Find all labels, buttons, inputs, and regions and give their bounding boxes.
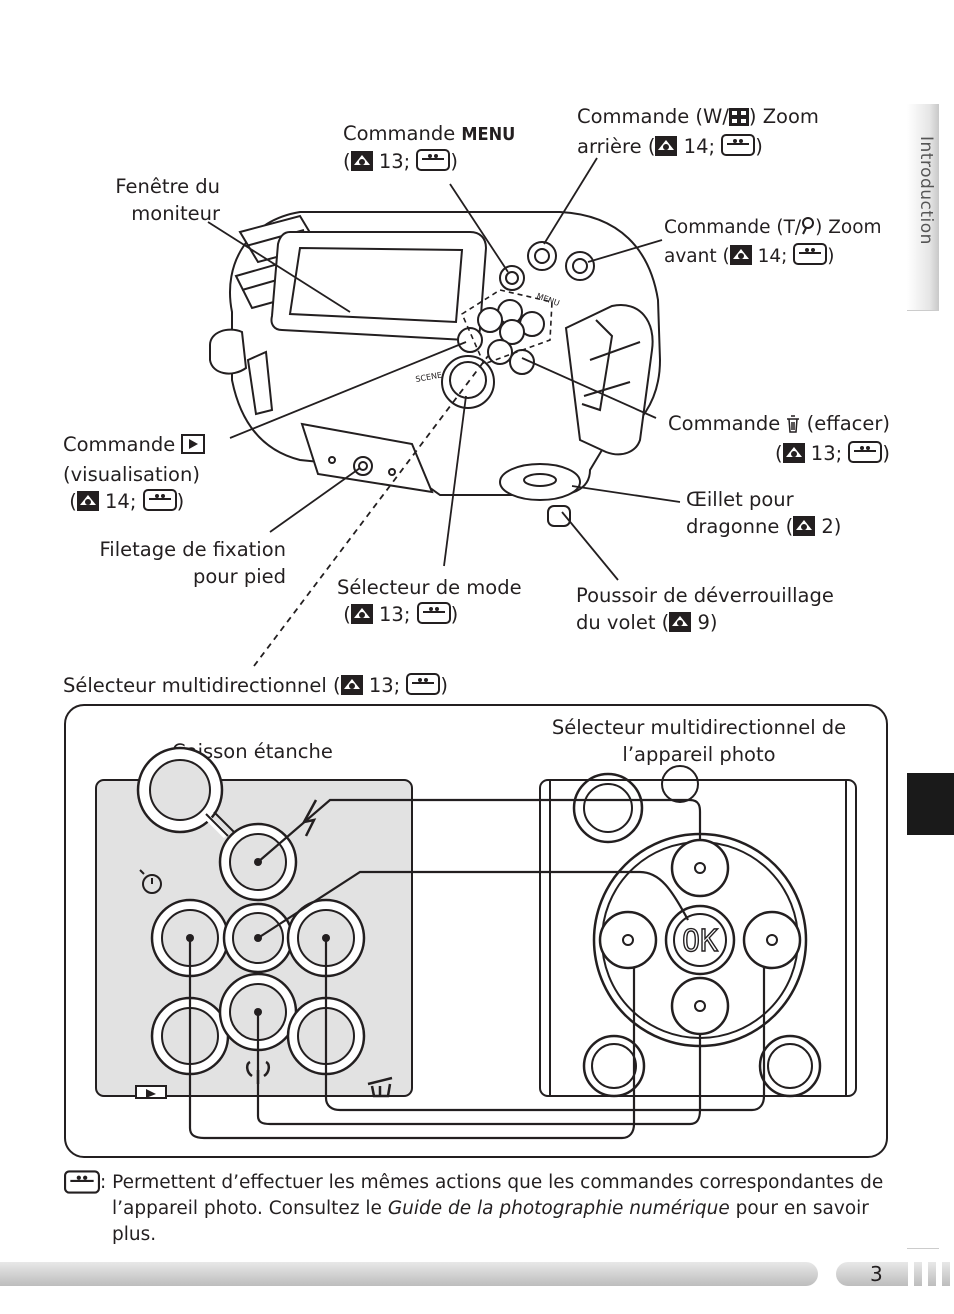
zoom-t-knob — [565, 251, 595, 281]
guide-reference-icon — [721, 134, 756, 163]
latch-button — [547, 505, 571, 527]
footer-stripe — [942, 1262, 950, 1286]
see-page-icon — [669, 612, 692, 639]
see-page-icon — [729, 245, 752, 273]
label-caisson: Caisson étanche — [172, 740, 333, 763]
page-number-pill — [836, 1262, 908, 1286]
side-divider — [907, 310, 939, 311]
leader-filetage — [269, 467, 361, 533]
label-appareil: Sélecteur multidirectionnel de l’apparei… — [551, 716, 847, 766]
left-knob — [477, 307, 503, 333]
leader-poussoir — [561, 511, 619, 581]
comparison-frame — [64, 704, 888, 1158]
see-page-icon — [350, 604, 373, 631]
footer-bar — [0, 1262, 818, 1286]
leader-zoom-w — [543, 157, 598, 245]
ok-knob — [499, 319, 525, 345]
see-page-icon — [76, 491, 99, 518]
footnote: : Permettent d’effectuer les mêmes actio… — [64, 1170, 894, 1248]
guide-reference-icon — [64, 1170, 100, 1202]
label-menu: Commande MENU ( 13; ) — [343, 120, 515, 178]
strap-eyelet — [499, 463, 581, 501]
footer-stripe — [914, 1262, 922, 1286]
leader-mode — [443, 395, 467, 567]
label-mode: Sélecteur de mode ( 13; ) — [337, 574, 522, 631]
guide-reference-icon — [142, 489, 177, 518]
play-icon — [181, 434, 206, 461]
see-page-icon — [655, 136, 678, 163]
menu-knob — [499, 265, 525, 291]
label-effacer: Commande (effacer) ( 13; ) — [640, 410, 890, 470]
see-page-icon — [782, 443, 805, 470]
leader-moniteur — [207, 221, 351, 313]
guide-reference-icon — [793, 243, 828, 273]
housing-grip — [564, 304, 654, 456]
leader-zoom-t — [587, 239, 663, 263]
side-divider — [907, 1248, 939, 1249]
leader-multi-dashed — [253, 355, 489, 667]
play-knob — [457, 327, 483, 353]
label-zoom-w: Commande (W/) Zoom arrière ( 14; ) — [577, 103, 819, 163]
down-knob — [487, 339, 513, 365]
zoom-w-knob — [527, 241, 557, 271]
guide-reference-icon — [848, 441, 883, 470]
label-zoom-t: Commande (T/) Zoom avant ( 14; ) — [664, 214, 882, 273]
footer-stripe — [928, 1262, 936, 1286]
leader-visualisation — [229, 341, 467, 439]
leader-menu — [449, 183, 509, 273]
thumbnail-icon — [728, 106, 749, 133]
page-number: 3 — [870, 1262, 883, 1286]
housing-illustration: MENU SCENE — [207, 157, 681, 667]
tripod-socket — [353, 456, 373, 476]
label-filetage: Filetage de fixation pour pied — [99, 538, 287, 588]
guide-reference-icon — [416, 149, 451, 178]
multi-selector-dashed-area — [460, 289, 553, 366]
chapter-marker — [907, 773, 954, 835]
guide-reference-icon — [406, 673, 441, 702]
leader-effacer — [521, 357, 657, 419]
guide-reference-icon — [416, 602, 451, 631]
label-multi: Sélecteur multidirectionnel ( 13; ) — [63, 672, 448, 702]
label-visualisation: Commande (visualisation) ( 14; ) — [63, 431, 206, 518]
section-tab — [907, 104, 939, 310]
section-tab-label: Introduction — [916, 136, 936, 245]
trash-icon — [786, 413, 800, 440]
label-poussoir: Poussoir de déverrouillage du volet ( 9) — [576, 582, 834, 639]
housing-clip — [209, 328, 248, 375]
leader-oeillet — [571, 485, 681, 503]
label-oeillet: Œillet pour dragonne ( 2) — [686, 486, 841, 543]
label-moniteur: Fenêtre du moniteur — [115, 175, 220, 225]
housing-clip — [246, 350, 274, 416]
magnifier-icon — [801, 216, 815, 243]
see-page-icon — [350, 151, 373, 178]
see-page-icon — [340, 675, 363, 702]
see-page-icon — [793, 516, 816, 543]
